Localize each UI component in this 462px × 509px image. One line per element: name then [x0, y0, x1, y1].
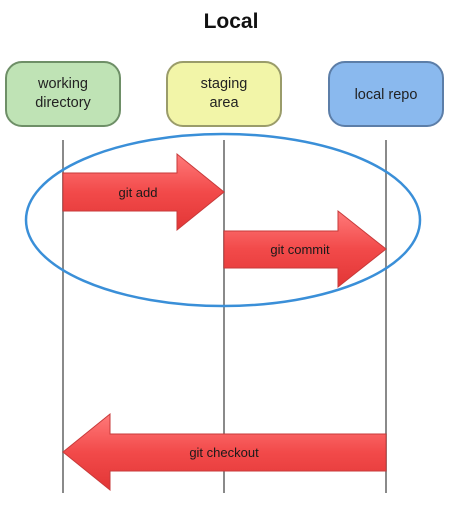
highlight-ellipse [24, 132, 422, 308]
arrow-git-add-label: git add [118, 185, 157, 200]
node-local-repo-label: local repo [355, 87, 418, 103]
node-local-repo: local repo [328, 61, 444, 127]
arrow-git-checkout: git checkout [62, 412, 387, 492]
arrow-git-add: git add [62, 152, 225, 232]
node-local-repo-box [328, 61, 444, 127]
node-staging-area-label-line2: area [209, 95, 239, 111]
arrow-git-checkout-label: git checkout [189, 445, 259, 460]
arrow-git-commit: git commit [223, 209, 387, 289]
node-working-directory: working directory [5, 61, 121, 127]
arrow-git-add-shape [62, 152, 225, 232]
arrow-git-commit-shape [223, 209, 387, 289]
node-working-directory-label-line2: directory [35, 95, 91, 111]
arrow-git-commit-label: git commit [270, 242, 330, 257]
node-staging-area: staging area [166, 61, 282, 127]
node-working-directory-box [5, 61, 121, 127]
node-working-directory-label-line1: working [37, 76, 88, 92]
node-staging-area-box [166, 61, 282, 127]
node-staging-area-label-line1: staging [201, 76, 248, 92]
diagram-title: Local [204, 10, 259, 33]
arrow-git-checkout-shape [62, 412, 387, 492]
